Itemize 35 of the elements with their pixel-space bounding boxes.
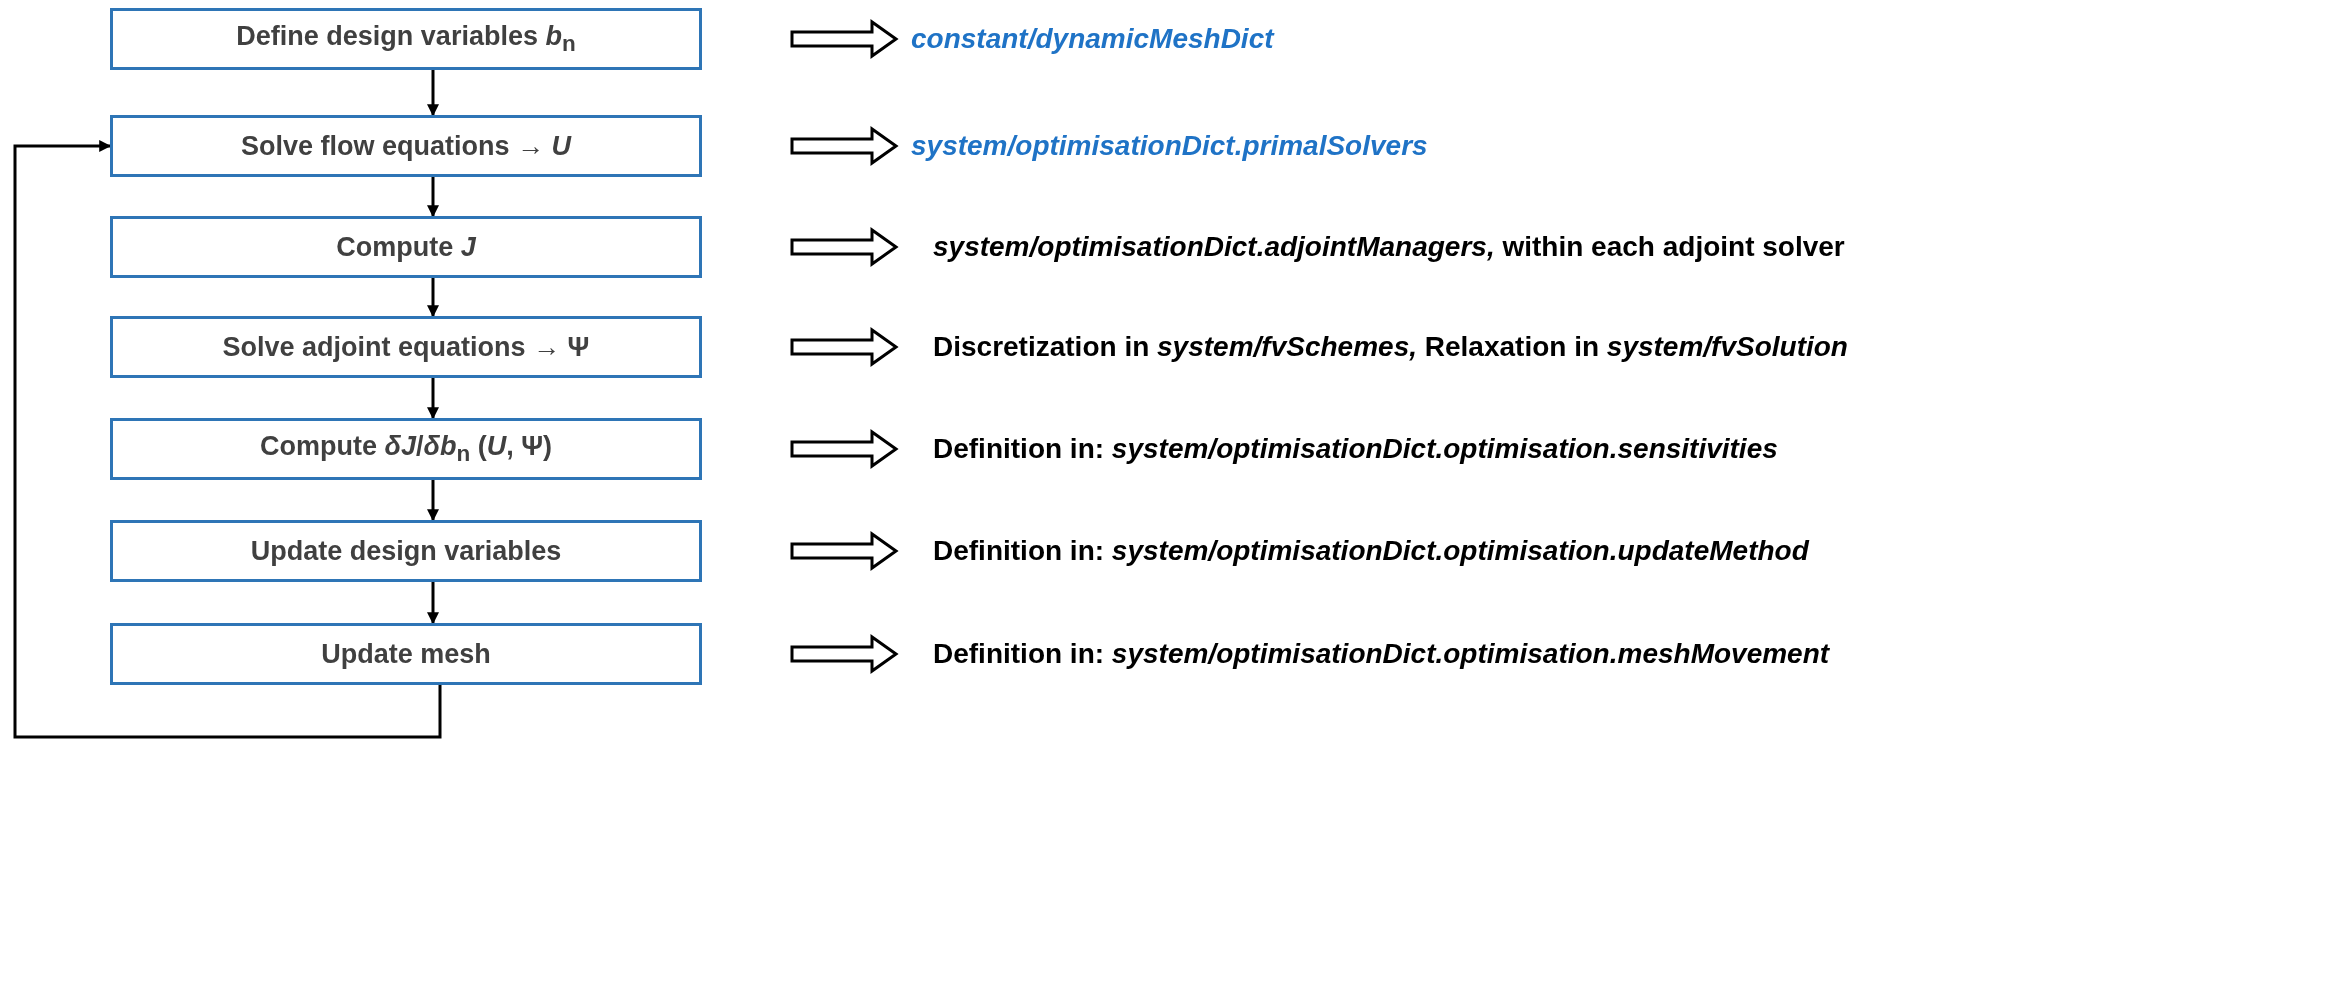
block-arrow [790,429,899,469]
file-reference: system/optimisationDict.adjointManagers, within each adjoint solver [933,216,1845,278]
block-arrow [790,19,899,59]
process-box [110,418,702,480]
arrow [427,582,439,625]
arrow [427,480,439,522]
block-arrow [790,227,899,267]
feedback-arrow [13,140,442,739]
step-label: Update mesh [321,638,491,670]
block-arrow [790,531,899,571]
file-reference: system/optimisationDict.primalSolvers [911,115,1428,177]
arrow [427,278,439,318]
step-label: Update design variables [250,535,562,567]
block-arrow [790,327,899,367]
block-arrow [790,126,899,166]
arrow [427,378,439,420]
file-reference: Definition in: system/optimisationDict.optimisation.updateMethod [933,520,1809,582]
block-arrow [790,634,899,674]
file-reference: constant/dynamicMeshDict [911,8,1274,70]
step-label: Compute δJ/δb$_{n}$ (U, Ψ) [259,430,553,468]
process-box [110,8,702,70]
file-reference: Definition in: system/optimisationDict.optimisation.sensitivities [933,418,1778,480]
file-reference: Definition in: system/optimisationDict.optimisation.meshMovement [933,623,1830,685]
step-label: Define design variables b$_{n}$ [236,20,576,58]
process-box [110,623,702,685]
arrow [427,177,439,218]
process-box [110,216,702,278]
process-box [110,520,702,582]
process-box [110,115,702,177]
step-label: Solve adjoint equations → Ψ [222,331,590,363]
process-box [110,316,702,378]
arrow [427,70,439,117]
step-label: Compute J [336,231,476,263]
step-label: Solve flow equations → U [240,130,571,162]
file-reference: Discretization in system/fvSchemes, Relaxation in system/fvSolution [933,316,1848,378]
